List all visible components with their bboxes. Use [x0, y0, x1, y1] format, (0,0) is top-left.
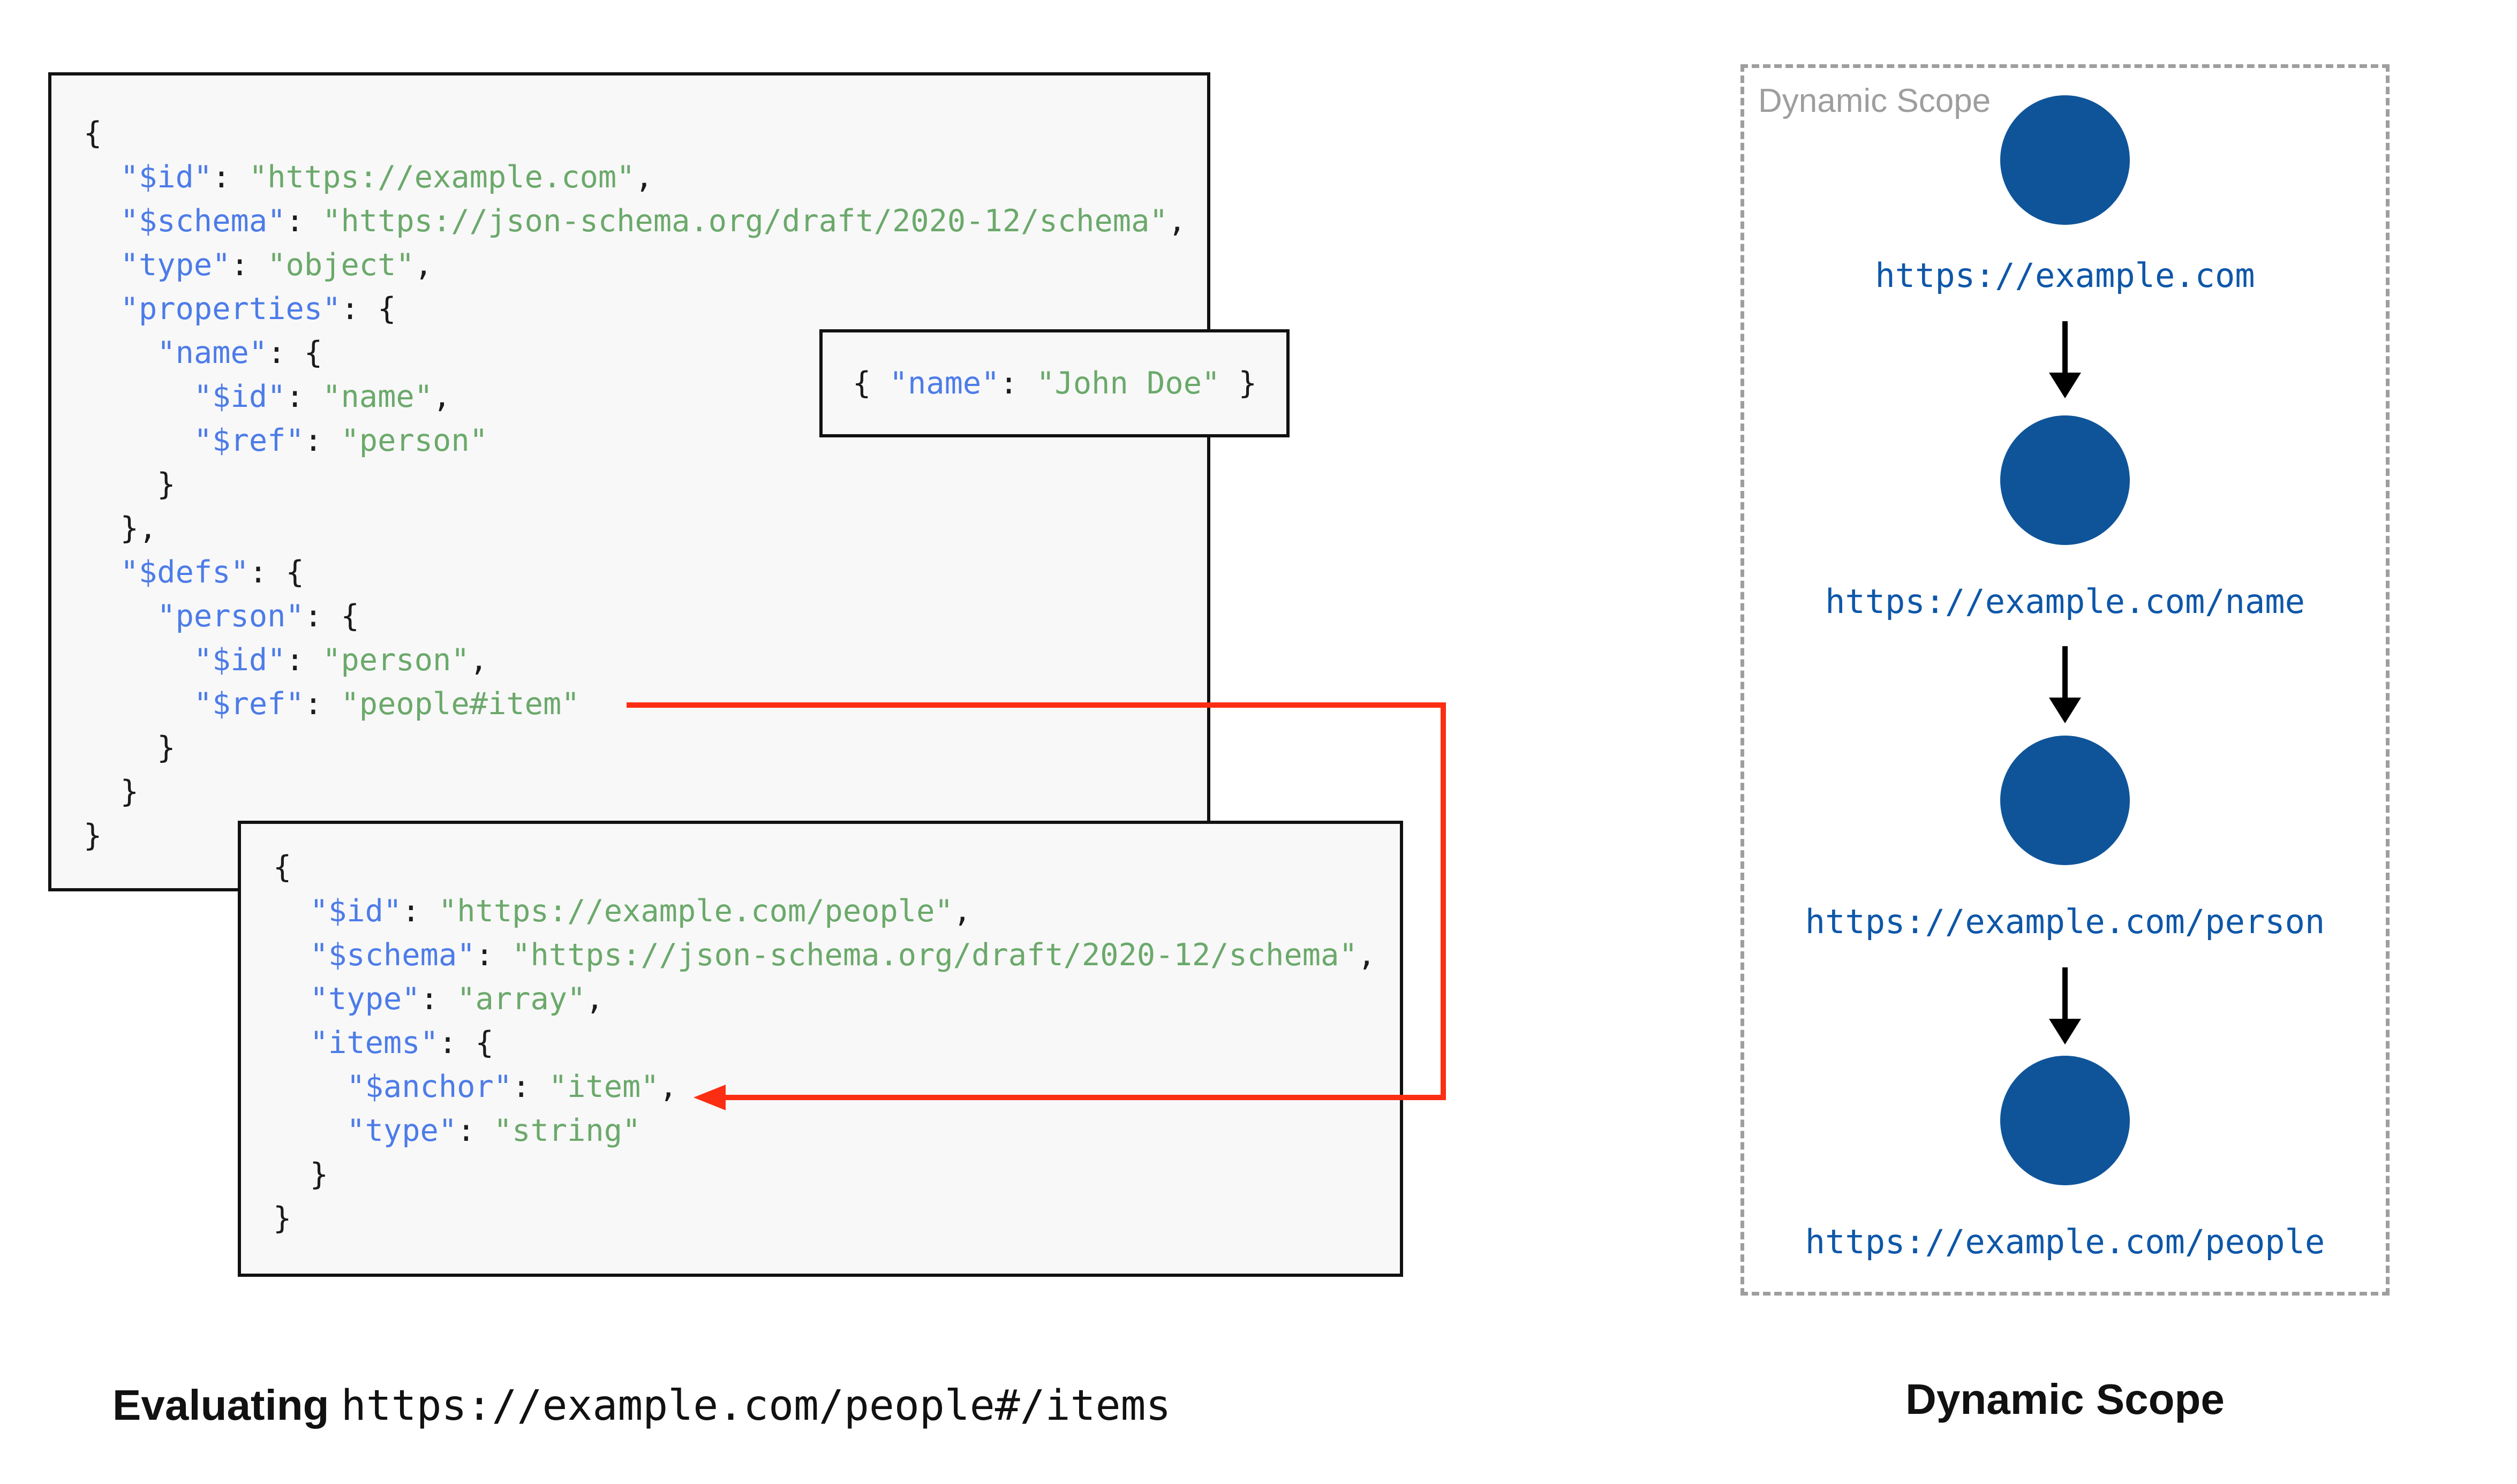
schema-root-code: { "$id": "https://example.com", "$schema…: [84, 116, 1187, 853]
down-arrow-icon: [2049, 321, 2081, 398]
down-arrow-head: [2049, 1019, 2081, 1044]
dynamic-scope-caption: Dynamic Scope: [1905, 1375, 2225, 1423]
down-arrow-shaft: [2062, 967, 2068, 1019]
scope-node-label-3: https://example.com/person: [1805, 902, 2325, 941]
instance-code: { "name": "John Doe" }: [853, 366, 1257, 401]
schema-people-code: { "$id": "https://example.com/people", "…: [273, 850, 1376, 1236]
evaluating-label: Evaluating https://example.com/people#/i…: [112, 1373, 1398, 1438]
dynamic-scope-panel: Dynamic Scope https://example.com https:…: [1740, 64, 2390, 1296]
ref-connector-line-bottom: [724, 1095, 1446, 1100]
evaluating-prefix: Evaluating: [112, 1381, 329, 1429]
scope-node-label-1: https://example.com: [1875, 256, 2255, 295]
down-arrow-shaft: [2062, 321, 2068, 373]
scope-node-circle-3: [2000, 736, 2130, 865]
down-arrow-head: [2049, 373, 2081, 398]
ref-connector-line-top: [627, 702, 1446, 708]
evaluating-uri: https://example.com/people#/items: [341, 1382, 1171, 1430]
dynamic-scope-panel-label: Dynamic Scope: [1758, 82, 1991, 119]
ref-arrowhead-icon: [694, 1085, 726, 1110]
schema-root-box: { "$id": "https://example.com", "$schema…: [48, 72, 1210, 891]
down-arrow-head: [2049, 698, 2081, 723]
down-arrow-shaft: [2062, 646, 2068, 698]
down-arrow-icon: [2049, 646, 2081, 723]
schema-people-box: { "$id": "https://example.com/people", "…: [238, 821, 1403, 1277]
ref-connector-line-vertical: [1441, 702, 1446, 1100]
scope-node-label-2: https://example.com/name: [1825, 582, 2305, 621]
instance-box: { "name": "John Doe" }: [819, 329, 1290, 437]
scope-node-circle-2: [2000, 415, 2130, 545]
scope-node-circle-1: [2000, 95, 2130, 225]
scope-node-circle-4: [2000, 1056, 2130, 1185]
down-arrow-icon: [2049, 967, 2081, 1044]
scope-node-label-4: https://example.com/people: [1805, 1222, 2325, 1261]
